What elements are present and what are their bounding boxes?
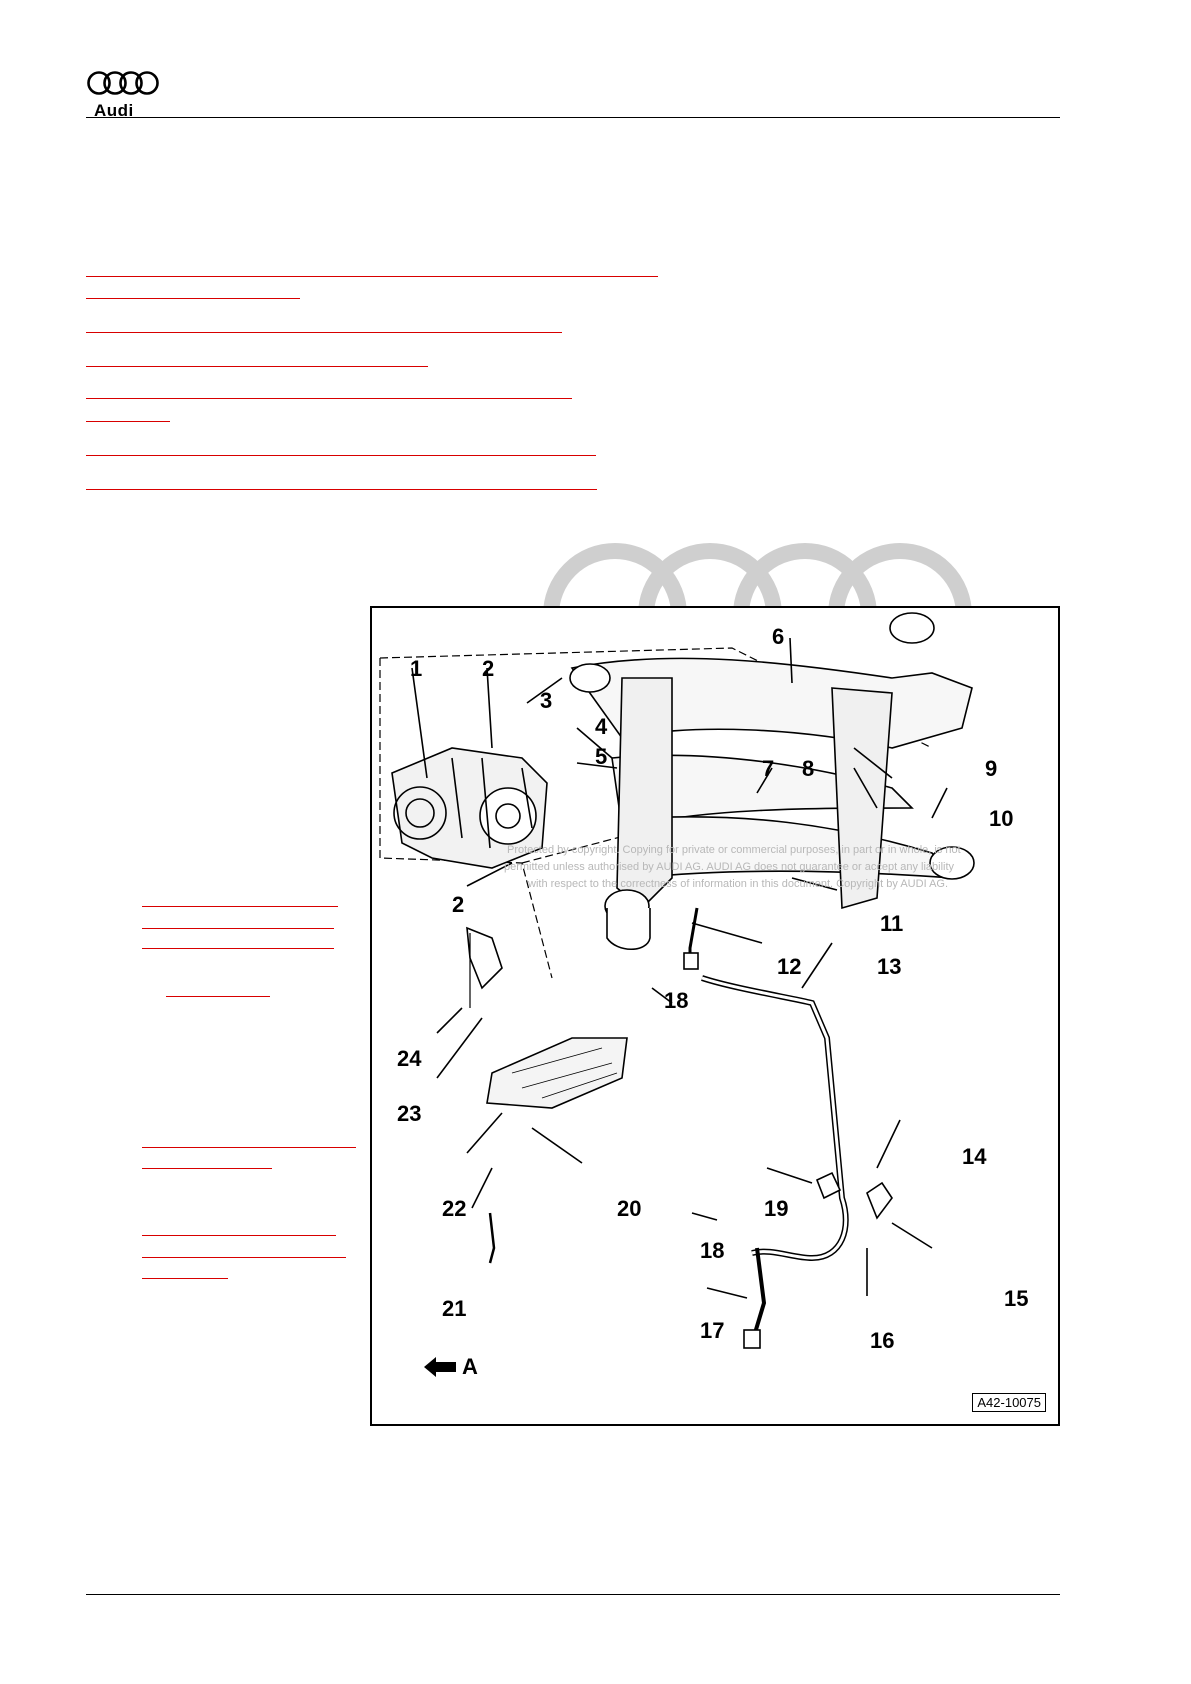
side-link-line[interactable] — [142, 906, 338, 907]
callout-18: 18 — [664, 988, 689, 1013]
callout-18b: 18 — [700, 1238, 725, 1263]
callout-1: 1 — [410, 656, 423, 681]
side-link-line[interactable] — [142, 1257, 346, 1258]
callout-11: 11 — [880, 911, 904, 936]
link-line[interactable] — [86, 455, 596, 456]
link-line[interactable] — [86, 366, 428, 367]
callout-9: 9 — [985, 756, 998, 781]
callout-4: 4 — [595, 714, 608, 739]
four-rings-icon — [87, 71, 159, 95]
side-link-line[interactable] — [142, 1147, 356, 1148]
audi-logo: Audi — [86, 68, 160, 120]
callout-8: 8 — [802, 756, 815, 781]
watermark-line-2: permitted unless authorised by AUDI AG. … — [504, 861, 955, 873]
side-link-line[interactable] — [142, 928, 334, 929]
exploded-view-diagram: 1 2 3 4 5 6 7 8 9 10 11 2 12 13 18 24 23… — [370, 606, 1060, 1426]
subframe-illustration — [379, 612, 975, 1349]
callout-24: 24 — [397, 1046, 422, 1071]
header-rule — [86, 117, 1060, 118]
callout-21: 21 — [442, 1296, 467, 1321]
link-line[interactable] — [86, 332, 562, 333]
arrow-left-icon — [424, 1357, 456, 1377]
callout-2: 2 — [482, 656, 495, 681]
callout-17: 17 — [700, 1318, 725, 1343]
callout-12: 12 — [777, 954, 802, 979]
side-link-line[interactable] — [142, 1278, 228, 1279]
side-link-line[interactable] — [142, 948, 334, 949]
callout-10: 10 — [989, 806, 1014, 831]
watermark-line-3: with respect to the correctness of infor… — [528, 878, 949, 890]
callout-22: 22 — [442, 1196, 467, 1221]
view-label: A — [462, 1354, 478, 1379]
watermark-line-1: Protected by copyright. Copying for priv… — [507, 844, 961, 856]
side-link-line[interactable] — [142, 1235, 336, 1236]
view-direction-indicator: A — [424, 1356, 478, 1378]
callout-7: 7 — [762, 756, 775, 781]
callout-2b: 2 — [452, 892, 465, 917]
callout-3: 3 — [540, 688, 553, 713]
callout-19: 19 — [764, 1196, 789, 1221]
callout-6: 6 — [772, 624, 785, 649]
callout-5: 5 — [595, 744, 608, 769]
side-link-line[interactable] — [142, 1168, 272, 1169]
callout-14: 14 — [962, 1144, 987, 1169]
figure-id: A42-10075 — [972, 1393, 1046, 1412]
link-line[interactable] — [86, 398, 572, 399]
callout-23: 23 — [397, 1101, 422, 1126]
brand-name: Audi — [94, 101, 134, 120]
callout-16: 16 — [870, 1328, 895, 1353]
link-line[interactable] — [86, 298, 300, 299]
footer-rule — [86, 1594, 1060, 1595]
callout-20: 20 — [617, 1196, 642, 1221]
side-link-line[interactable] — [166, 996, 270, 997]
callout-15: 15 — [1004, 1286, 1029, 1311]
link-line[interactable] — [86, 276, 658, 277]
callout-13: 13 — [877, 954, 902, 979]
link-line[interactable] — [86, 489, 597, 490]
link-line[interactable] — [86, 421, 170, 422]
